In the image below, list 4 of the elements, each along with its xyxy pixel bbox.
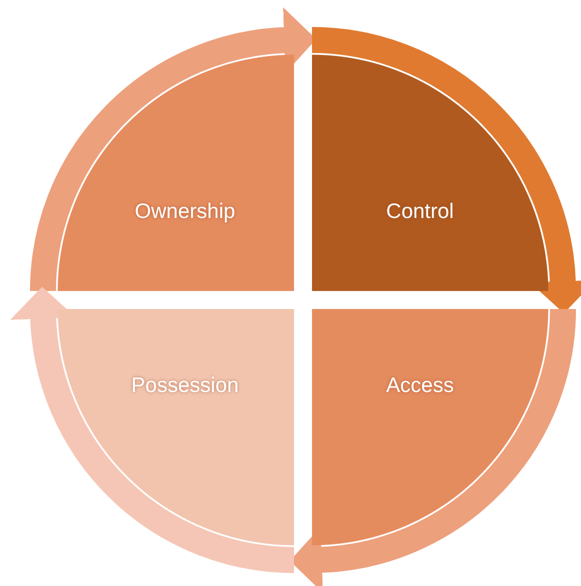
quadrant-label: Control — [386, 200, 454, 224]
quadrant-label: Possession — [131, 374, 239, 398]
quadrant-label: Ownership — [134, 200, 236, 224]
quadrant-label: Access — [386, 374, 454, 398]
